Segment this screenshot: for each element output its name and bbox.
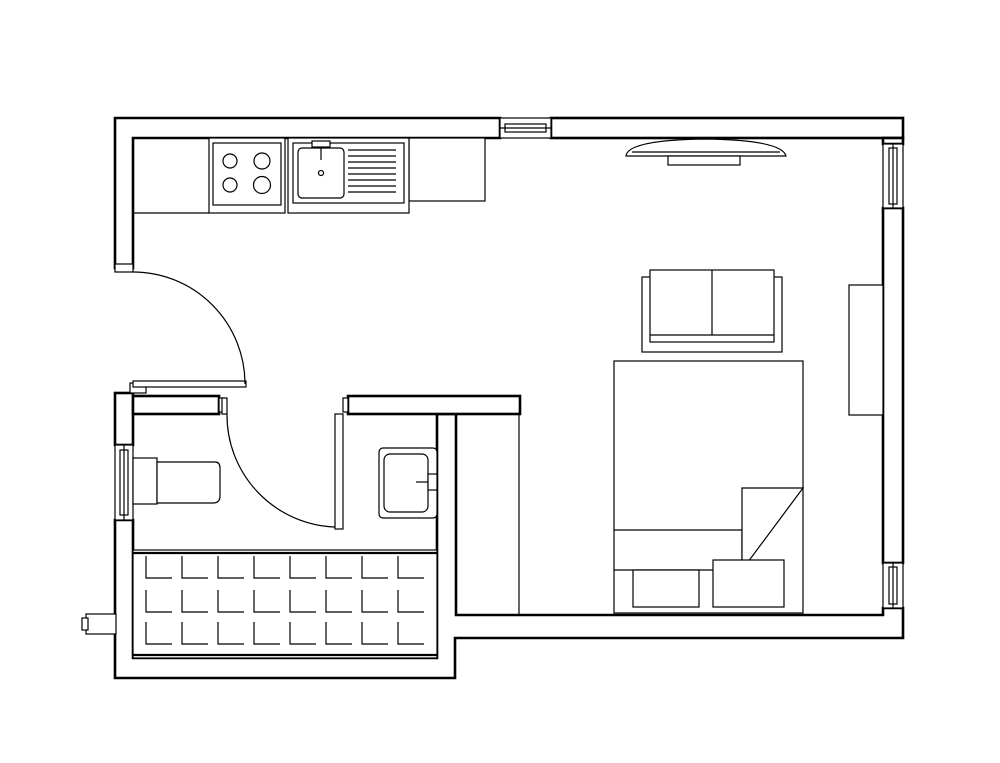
shower-tray bbox=[132, 549, 438, 659]
tile-mark bbox=[289, 556, 316, 579]
wall-left-mid bbox=[113, 391, 135, 447]
tile-mark bbox=[217, 556, 244, 579]
interior-walls bbox=[131, 394, 522, 615]
tile-mark bbox=[397, 622, 424, 645]
tile-mark bbox=[361, 556, 388, 579]
kitchen-sink bbox=[287, 137, 410, 214]
utility-stub-cap bbox=[81, 617, 89, 631]
tile-mark bbox=[325, 622, 352, 645]
cooktop bbox=[208, 137, 286, 214]
tile-mark bbox=[325, 556, 352, 579]
tile-mark bbox=[361, 622, 388, 645]
tile-mark bbox=[397, 556, 424, 579]
tile-mark bbox=[181, 622, 208, 645]
wash-basin bbox=[378, 447, 438, 519]
burner-icon bbox=[253, 152, 271, 170]
windows bbox=[114, 117, 904, 609]
living-bedroom bbox=[613, 138, 884, 614]
pillow bbox=[712, 559, 785, 608]
window-right-lower bbox=[882, 562, 904, 609]
faucet-icon bbox=[311, 140, 331, 148]
kitchen bbox=[133, 137, 486, 214]
tile-mark bbox=[253, 556, 280, 579]
blanket-fold bbox=[741, 487, 805, 572]
window-top bbox=[499, 117, 552, 139]
tile-mark bbox=[253, 590, 280, 613]
wall-bath-top-left bbox=[131, 394, 221, 416]
wall-bath-top-right-cap bbox=[342, 397, 349, 413]
door-jamb-top bbox=[114, 263, 134, 273]
tv-unit bbox=[848, 284, 884, 416]
sofa bbox=[641, 269, 783, 353]
floor-tiles bbox=[145, 556, 424, 645]
drainboard bbox=[348, 149, 396, 193]
utility-stub bbox=[85, 613, 117, 635]
wall-right-upper bbox=[881, 136, 905, 146]
tile-mark bbox=[181, 590, 208, 613]
tile-mark bbox=[289, 622, 316, 645]
burner-icon bbox=[222, 153, 238, 169]
partition-shower bbox=[334, 413, 344, 530]
outer-walls bbox=[81, 116, 905, 680]
counter-right bbox=[408, 137, 486, 202]
toilet bbox=[132, 457, 221, 505]
bathroom-door bbox=[221, 397, 336, 528]
entrance-door bbox=[132, 271, 247, 388]
tile-mark bbox=[217, 622, 244, 645]
pillow bbox=[632, 569, 700, 608]
tile-mark bbox=[145, 590, 172, 613]
doors bbox=[132, 271, 336, 528]
window-right-upper bbox=[882, 143, 904, 209]
tile-mark bbox=[397, 590, 424, 613]
tile-mark bbox=[289, 590, 316, 613]
tile-mark bbox=[145, 622, 172, 645]
drain-icon bbox=[317, 169, 325, 177]
tile-mark bbox=[253, 622, 280, 645]
tile-mark bbox=[361, 590, 388, 613]
tile-mark bbox=[181, 556, 208, 579]
window-bathroom bbox=[114, 444, 134, 521]
faucet-icon bbox=[427, 473, 438, 491]
bathroom bbox=[132, 447, 438, 659]
tile-mark bbox=[217, 590, 244, 613]
double-bed bbox=[613, 360, 805, 614]
lamp bbox=[625, 138, 787, 166]
burner-icon bbox=[252, 175, 272, 195]
wall-top-right bbox=[549, 116, 905, 140]
tile-mark bbox=[145, 556, 172, 579]
burner-icon bbox=[222, 177, 238, 193]
wall-bath-top-right bbox=[346, 394, 522, 416]
wall-right-middle bbox=[881, 206, 905, 565]
tile-mark bbox=[325, 590, 352, 613]
